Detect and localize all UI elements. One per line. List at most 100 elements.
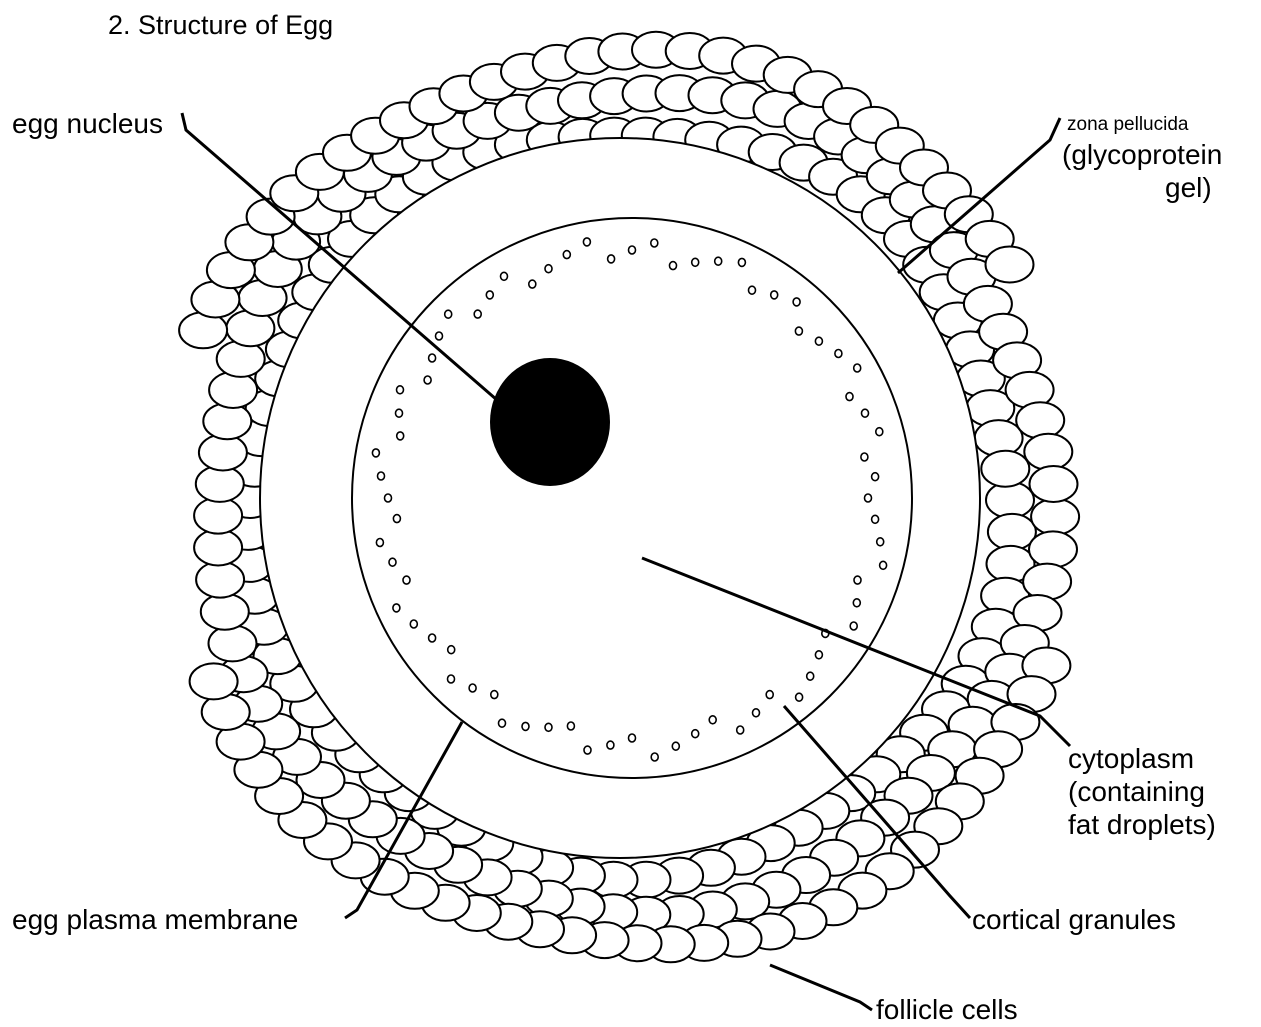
cortical-granule: [771, 291, 778, 299]
cortical-granule: [491, 691, 498, 699]
cortical-granule: [815, 651, 822, 659]
cortical-granule: [861, 453, 868, 461]
zona-pellucida-label-3: gel): [1165, 172, 1212, 203]
cortical-granule: [389, 558, 396, 566]
zona-pellucida-label: zona pellucida: [1067, 114, 1189, 135]
cortical-granule: [378, 472, 385, 480]
cortical-granule: [846, 393, 853, 401]
cortical-granule: [815, 337, 822, 345]
follicle-cells-label: follicle cells: [876, 994, 1018, 1025]
cortical-granule: [393, 515, 400, 523]
cortical-granule: [499, 719, 506, 727]
cytoplasm-label-2: (containing: [1068, 776, 1205, 807]
cortical-granule: [385, 494, 392, 502]
cortical-granule: [795, 327, 802, 335]
cortical-granule: [872, 473, 879, 481]
follicle-cell: [1023, 564, 1071, 600]
follicle-cell: [201, 594, 249, 630]
cortical-granule: [529, 280, 536, 288]
cortical-granule: [872, 515, 879, 523]
cortical-granule: [607, 741, 614, 749]
cortical-granule: [372, 449, 379, 457]
cortical-granule: [880, 561, 887, 569]
cortical-granule: [448, 675, 455, 683]
cortical-granule: [393, 604, 400, 612]
follicle-cell: [194, 530, 242, 566]
cortical-granules-label: cortical granules: [972, 904, 1176, 935]
follicle-cell: [988, 514, 1036, 550]
cortical-granule: [672, 742, 679, 750]
follicle-cell: [209, 372, 257, 408]
cortical-granule: [692, 258, 699, 266]
follicle-cell: [1029, 531, 1077, 567]
follicle-cell: [203, 403, 251, 439]
cortical-granule: [567, 722, 574, 730]
cortical-granule: [424, 376, 431, 384]
cortical-granule: [807, 672, 814, 680]
follicle-cell: [190, 663, 238, 699]
cortical-granule: [429, 634, 436, 642]
follicle-cell: [1031, 499, 1079, 535]
cortical-granule: [670, 262, 677, 270]
cortical-granule: [445, 310, 452, 318]
egg-plasma-membrane: [352, 218, 912, 778]
cortical-granule: [853, 599, 860, 607]
cortical-granule: [584, 746, 591, 754]
cortical-granule: [876, 428, 883, 436]
cortical-granule: [474, 310, 481, 318]
cortical-granule: [738, 258, 745, 266]
cortical-granule: [862, 409, 869, 417]
cortical-granule: [709, 716, 716, 724]
zona-pellucida-label-2: (glycoprotein: [1062, 139, 1222, 170]
cortical-granule: [651, 239, 658, 247]
cortical-granule: [396, 409, 403, 417]
diagram-title: 2. Structure of Egg: [108, 10, 333, 40]
cytoplasm-label: cytoplasm: [1068, 743, 1194, 774]
cytoplasm-label-3: fat droplets): [1068, 809, 1216, 840]
cortical-granule: [583, 238, 590, 246]
cortical-granule: [522, 722, 529, 730]
cortical-granule: [766, 691, 773, 699]
cortical-granule: [429, 354, 436, 362]
cortical-granule: [629, 246, 636, 254]
cortical-granule: [501, 272, 508, 280]
egg-nucleus: [490, 358, 610, 486]
cortical-granule: [469, 684, 476, 692]
cortical-granule: [715, 257, 722, 265]
cortical-granule: [692, 730, 699, 738]
cortical-granule: [397, 432, 404, 440]
cortical-granule: [753, 709, 760, 717]
cortical-granule: [737, 726, 744, 734]
follicle-cell: [209, 625, 257, 661]
follicle-cell: [1016, 402, 1064, 438]
follicle-cell: [986, 247, 1034, 283]
cortical-granule: [436, 332, 443, 340]
follicle-cell: [1030, 466, 1078, 502]
cortical-granule: [865, 494, 872, 502]
cortical-granule: [608, 255, 615, 263]
cortical-granule: [629, 734, 636, 742]
cortical-granule: [545, 723, 552, 731]
cortical-granule: [448, 646, 455, 654]
cortical-granule: [410, 620, 417, 628]
cortical-granule: [403, 576, 410, 584]
cortical-granule: [854, 576, 861, 584]
follicle-cell: [1024, 434, 1072, 470]
plasma-membrane-label: egg plasma membrane: [12, 904, 298, 935]
cortical-granule: [563, 251, 570, 259]
follicle-cells-leader: [770, 965, 872, 1010]
follicle-cell: [194, 498, 242, 534]
cortical-granule: [651, 753, 658, 761]
cortical-granule: [749, 286, 756, 294]
follicle-cell: [981, 451, 1029, 487]
cortical-granule: [793, 298, 800, 306]
cortical-granule: [796, 693, 803, 701]
cortical-granule: [486, 291, 493, 299]
cortical-granule: [877, 538, 884, 546]
cortical-granule: [835, 350, 842, 358]
egg-nucleus-label: egg nucleus: [12, 108, 163, 139]
cortical-granule: [376, 539, 383, 547]
follicle-cell: [986, 482, 1034, 518]
cortical-granule: [854, 364, 861, 372]
